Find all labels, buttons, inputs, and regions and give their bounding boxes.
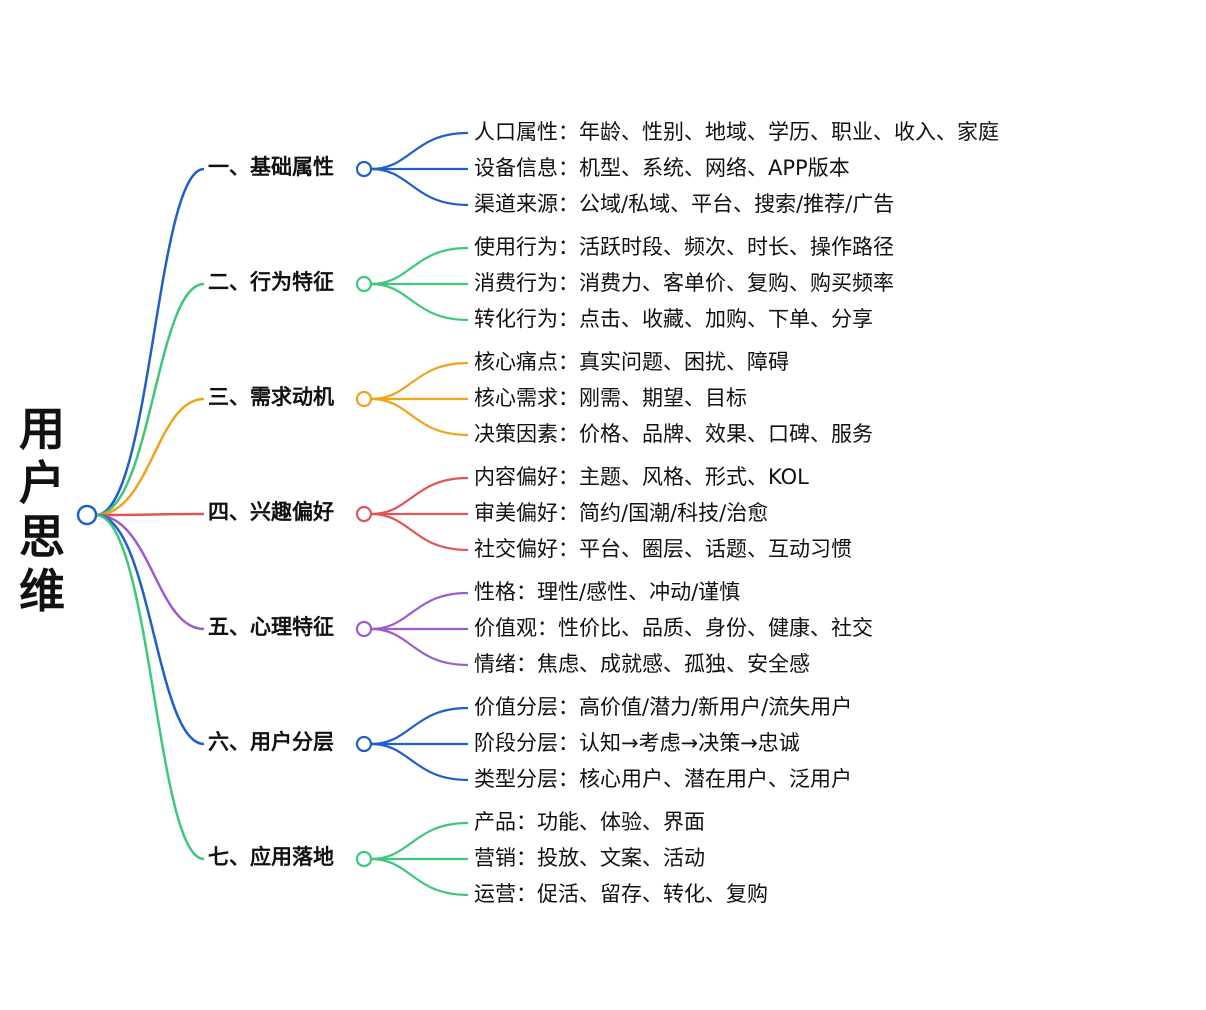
leaf-connector-2-1 bbox=[370, 246, 469, 286]
leaf-label-2-2: 消费行为：消费力、客单价、复购、购买频率 bbox=[474, 271, 894, 295]
branch-node-circle[interactable] bbox=[355, 505, 373, 523]
root-connector-6 bbox=[95, 513, 205, 746]
leaf-label-4-3: 社交偏好：平台、圈层、话题、互动习惯 bbox=[474, 537, 852, 561]
branch-label-4: 四、兴趣偏好 bbox=[208, 500, 334, 524]
leaf-connector-2-3 bbox=[370, 282, 469, 322]
leaf-connector-5-1 bbox=[370, 591, 469, 631]
branch-label-7: 七、应用落地 bbox=[208, 845, 334, 869]
leaf-label-6-2: 阶段分层：认知→考虑→决策→忠诚 bbox=[474, 731, 800, 755]
leaf-connector-6-3 bbox=[370, 742, 469, 782]
branch-node-circle[interactable] bbox=[355, 735, 373, 753]
leaf-connector-4-3 bbox=[370, 512, 469, 552]
branch-node-circle[interactable] bbox=[355, 390, 373, 408]
leaf-label-1-2: 设备信息：机型、系统、网络、APP版本 bbox=[474, 156, 850, 180]
leaf-label-5-1: 性格：理性/感性、冲动/谨慎 bbox=[474, 580, 741, 604]
leaf-label-7-1: 产品：功能、体验、界面 bbox=[474, 810, 705, 834]
root-connector-2 bbox=[95, 282, 205, 517]
leaf-connector-7-3 bbox=[370, 857, 469, 897]
leaf-label-2-3: 转化行为：点击、收藏、加购、下单、分享 bbox=[474, 307, 873, 331]
leaf-label-3-1: 核心痛点：真实问题、困扰、障碍 bbox=[474, 350, 789, 374]
branch-node-circle[interactable] bbox=[355, 275, 373, 293]
leaf-label-7-3: 运营：促活、留存、转化、复购 bbox=[474, 882, 768, 906]
root-connector-1 bbox=[95, 167, 205, 517]
leaf-connector-1-3 bbox=[370, 167, 469, 207]
leaf-connector-6-1 bbox=[370, 706, 469, 746]
branch-label-1: 一、基础属性 bbox=[208, 155, 334, 179]
leaf-label-1-3: 渠道来源：公域/私域、平台、搜索/推荐/广告 bbox=[474, 192, 895, 216]
leaf-label-6-3: 类型分层：核心用户、潜在用户、泛用户 bbox=[474, 767, 852, 791]
branch-label-6: 六、用户分层 bbox=[208, 730, 334, 754]
root-connector-7 bbox=[95, 513, 205, 861]
leaf-connector-1-1 bbox=[370, 131, 469, 171]
root-connector-4 bbox=[95, 512, 205, 517]
branch-label-3: 三、需求动机 bbox=[208, 385, 334, 409]
leaf-label-3-3: 决策因素：价格、品牌、效果、口碑、服务 bbox=[474, 422, 873, 446]
branch-label-5: 五、心理特征 bbox=[208, 615, 334, 639]
leaf-label-4-1: 内容偏好：主题、风格、形式、KOL bbox=[474, 465, 809, 489]
leaf-label-3-2: 核心需求：刚需、期望、目标 bbox=[474, 386, 747, 410]
leaf-label-1-1: 人口属性：年龄、性别、地域、学历、职业、收入、家庭 bbox=[474, 120, 999, 144]
leaf-label-5-2: 价值观：性价比、品质、身份、健康、社交 bbox=[474, 616, 873, 640]
leaf-connector-5-3 bbox=[370, 627, 469, 667]
leaf-label-4-2: 审美偏好：简约/国潮/科技/治愈 bbox=[474, 501, 769, 525]
leaf-connector-4-1 bbox=[370, 476, 469, 516]
leaf-connector-7-1 bbox=[370, 821, 469, 861]
leaf-label-5-3: 情绪：焦虑、成就感、孤独、安全感 bbox=[474, 652, 810, 676]
leaf-connector-3-1 bbox=[370, 361, 469, 401]
root-connector-3 bbox=[95, 397, 205, 517]
branch-node-circle[interactable] bbox=[355, 620, 373, 638]
branch-node-circle[interactable] bbox=[355, 850, 373, 868]
leaf-label-6-1: 价值分层：高价值/潜力/新用户/流失用户 bbox=[474, 695, 853, 719]
root-connector-5 bbox=[95, 513, 205, 631]
branch-node-circle[interactable] bbox=[355, 160, 373, 178]
root-title: 用户思维 bbox=[19, 402, 65, 618]
branch-label-2: 二、行为特征 bbox=[208, 270, 334, 294]
root-node-circle[interactable] bbox=[76, 504, 98, 526]
leaf-label-2-1: 使用行为：活跃时段、频次、时长、操作路径 bbox=[474, 235, 894, 259]
leaf-connector-3-3 bbox=[370, 397, 469, 437]
leaf-label-7-2: 营销：投放、文案、活动 bbox=[474, 846, 705, 870]
